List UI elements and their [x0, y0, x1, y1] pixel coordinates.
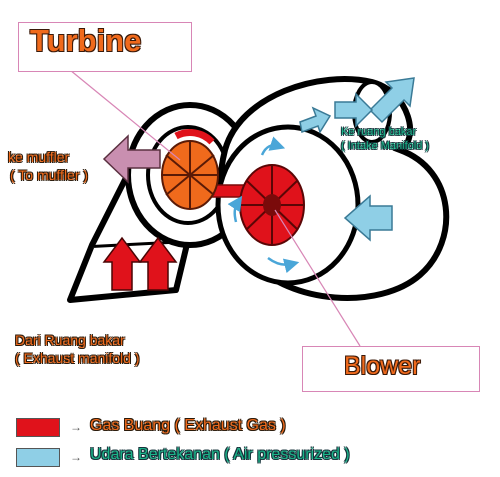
turbine-title: Turbine — [30, 23, 142, 58]
legend-air-arrow: → — [70, 450, 82, 464]
blower-title-box — [302, 346, 480, 392]
legend-exhaust-arrow: → — [70, 420, 82, 434]
compressor-wheel — [239, 164, 305, 246]
intake-note-line2: ( Intake Manifold ) — [341, 140, 430, 152]
pressurized-air-arrows — [299, 77, 415, 242]
blower-leader-line — [274, 209, 361, 347]
turbine-title-box — [18, 22, 192, 72]
to-muffler-arrow — [102, 134, 161, 184]
exhaust-note-line1: Dari Ruang bakar — [15, 332, 125, 348]
muffler-note-line1: ke muffler — [8, 149, 70, 165]
turbine-wheel — [161, 129, 219, 210]
legend-exhaust-swatch — [16, 418, 60, 437]
swirl-arrows — [227, 136, 300, 274]
exhaust-note-line2: ( Exhaust manifold ) — [15, 350, 140, 366]
exhaust-gas-arrows — [102, 236, 178, 291]
turbine-leader-line — [69, 69, 181, 161]
legend-exhaust-label: Gas Buang ( Exhaust Gas ) — [90, 417, 286, 434]
blower-title: Blower — [344, 352, 421, 380]
legend-air-label: Udara Bertekanan ( Air pressurized ) — [90, 446, 350, 463]
muffler-note-line2: ( To muffler ) — [10, 167, 89, 183]
legend-air-swatch — [16, 448, 60, 467]
intake-note-line1: Ke ruang bakar — [341, 126, 417, 138]
